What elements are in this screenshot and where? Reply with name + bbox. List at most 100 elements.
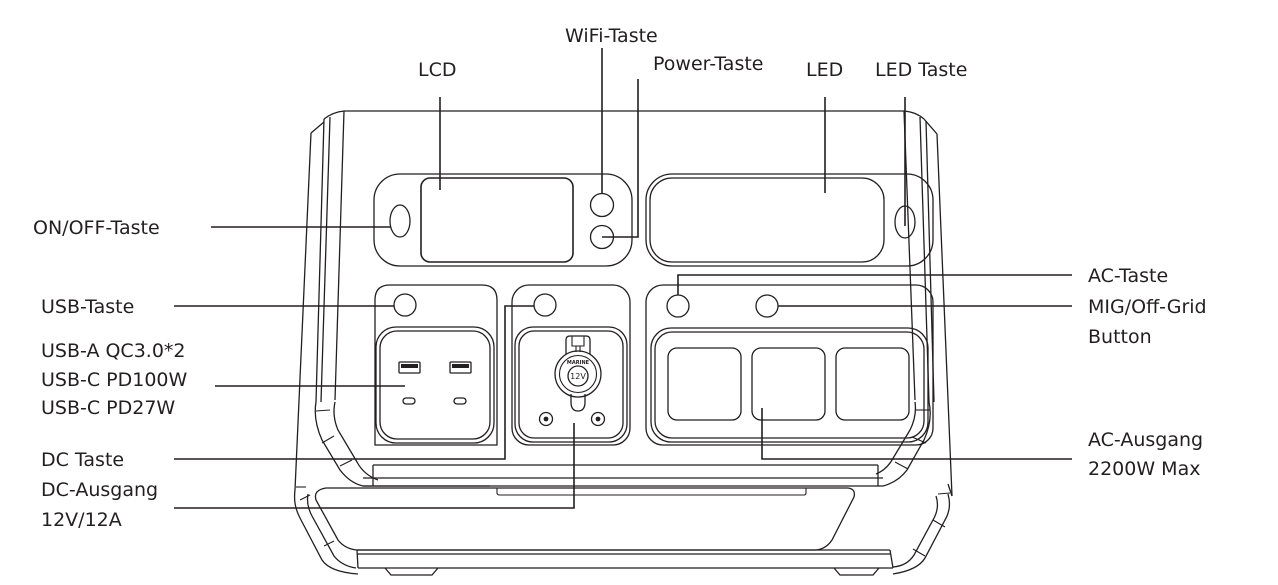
right-frame-inner [882, 401, 931, 487]
frame-tick [321, 435, 335, 444]
frame-tick [932, 519, 946, 528]
socket-inner-ring [567, 365, 589, 387]
dc-panel: MARINE 12V [511, 284, 631, 446]
label-dc-button: DC Taste [41, 449, 124, 471]
label-usb-port-2: USB-C PD100W [41, 369, 188, 391]
frame-tick [323, 540, 335, 547]
frame-tick [315, 409, 331, 412]
leader-power [602, 79, 639, 238]
left-top-corner [323, 110, 345, 120]
socket-mid-ring [558, 354, 598, 394]
label-usb-port-3: USB-C PD27W [41, 397, 175, 419]
foot-right [833, 567, 880, 576]
base-right-end [889, 549, 894, 569]
label-mig-1: MIG/Off-Grid [1088, 296, 1207, 318]
usb-port-block-inner [379, 330, 491, 440]
socket-outer-ring [554, 350, 602, 398]
led-panel [649, 177, 885, 263]
callout-labels: LCD WiFi-Taste Power-Taste LED LED Taste… [33, 25, 1207, 531]
ac-button[interactable] [666, 294, 690, 318]
right-frame-outer [892, 493, 951, 575]
top-right-panel [645, 173, 934, 267]
ac-outlet-2[interactable] [751, 347, 826, 421]
left-frame-outer [293, 489, 359, 575]
left-side-line-4 [294, 132, 312, 491]
frame-tick [911, 436, 927, 444]
ac-outlet-1[interactable] [667, 347, 742, 421]
base-left-end [356, 549, 359, 569]
terminal-post-right [590, 411, 606, 427]
label-ac-output-1: AC-Ausgang [1088, 429, 1203, 451]
right-side-line-1 [903, 110, 916, 401]
ac-block-inner [654, 331, 925, 439]
ac-block-outer [650, 327, 929, 443]
left-frame-outer-2 [306, 493, 357, 569]
wifi-button[interactable] [589, 192, 615, 218]
ac-panel-frame [645, 284, 934, 446]
leader-ac-output [761, 408, 1072, 460]
dc-button[interactable] [533, 293, 557, 317]
socket-cap-hinge [565, 335, 591, 354]
top-left-panel-frame [373, 173, 633, 267]
frame-tick [894, 461, 909, 470]
left-bevel [310, 121, 325, 134]
leader-ac-button [677, 274, 1072, 295]
terminal-post-left [538, 411, 554, 427]
usb-port-block-outer [375, 326, 495, 444]
left-side-line-3 [320, 116, 331, 403]
left-frame-inner [314, 401, 490, 487]
socket-tab [570, 394, 586, 412]
right-top-corner [903, 110, 925, 120]
usb-panel-frame [374, 284, 498, 446]
label-usb-button: USB-Taste [41, 296, 134, 318]
leader-dc-output [174, 423, 575, 509]
usb-a-port[interactable] [398, 361, 421, 374]
top-right-panel-frame [645, 173, 934, 267]
leader-dc-button [174, 305, 534, 460]
label-wifi: WiFi-Taste [565, 25, 658, 47]
label-mig-2: Button [1088, 326, 1152, 348]
socket-voltage-text: 12V [570, 372, 586, 381]
base-tray [314, 487, 856, 551]
left-side-line-1 [334, 110, 345, 401]
left-frame-inner-2 [333, 401, 379, 481]
label-onoff: ON/OFF-Taste [33, 217, 160, 239]
socket-hinge-detail [571, 336, 585, 347]
usb-panel [374, 284, 498, 446]
label-led-button: LED Taste [875, 59, 967, 81]
usb-c-port[interactable] [453, 397, 467, 405]
label-ac-output-2: 2200W Max [1088, 458, 1200, 480]
frame-tick [339, 459, 353, 467]
left-side-line-2 [315, 118, 325, 403]
foot-left [384, 567, 439, 576]
label-usb-port-1: USB-A QC3.0*2 [41, 340, 186, 362]
dc-block-inner [518, 330, 624, 439]
frame-tick [937, 492, 951, 495]
ac-panel [645, 284, 934, 446]
right-side-line-4 [936, 133, 953, 497]
label-ac-button: AC-Taste [1088, 265, 1168, 287]
usb-c-port[interactable] [402, 397, 416, 405]
frame-tick [912, 548, 926, 557]
label-dc-output-1: DC-Ausgang [41, 479, 158, 501]
label-dc-output-2: 12V/12A [41, 509, 122, 531]
usb-a-port[interactable] [449, 361, 472, 374]
mig-offgrid-button[interactable] [755, 294, 779, 318]
right-side-notch [947, 483, 953, 497]
frame-tick [299, 494, 311, 501]
dc-panel-frame [511, 284, 631, 446]
label-power: Power-Taste [653, 53, 763, 75]
ac-outlet-3[interactable] [835, 347, 910, 421]
top-left-panel [373, 173, 633, 267]
right-frame-outer-2 [892, 495, 939, 568]
front-slot [496, 488, 807, 496]
usb-button[interactable] [393, 293, 417, 317]
dc-block-outer [514, 326, 628, 443]
cigarette-socket[interactable]: MARINE 12V [554, 335, 602, 412]
label-led: LED [806, 59, 843, 81]
lcd-screen [420, 177, 574, 263]
leader-lines [174, 48, 1072, 509]
label-lcd: LCD [418, 59, 456, 81]
onoff-button[interactable] [389, 204, 411, 238]
